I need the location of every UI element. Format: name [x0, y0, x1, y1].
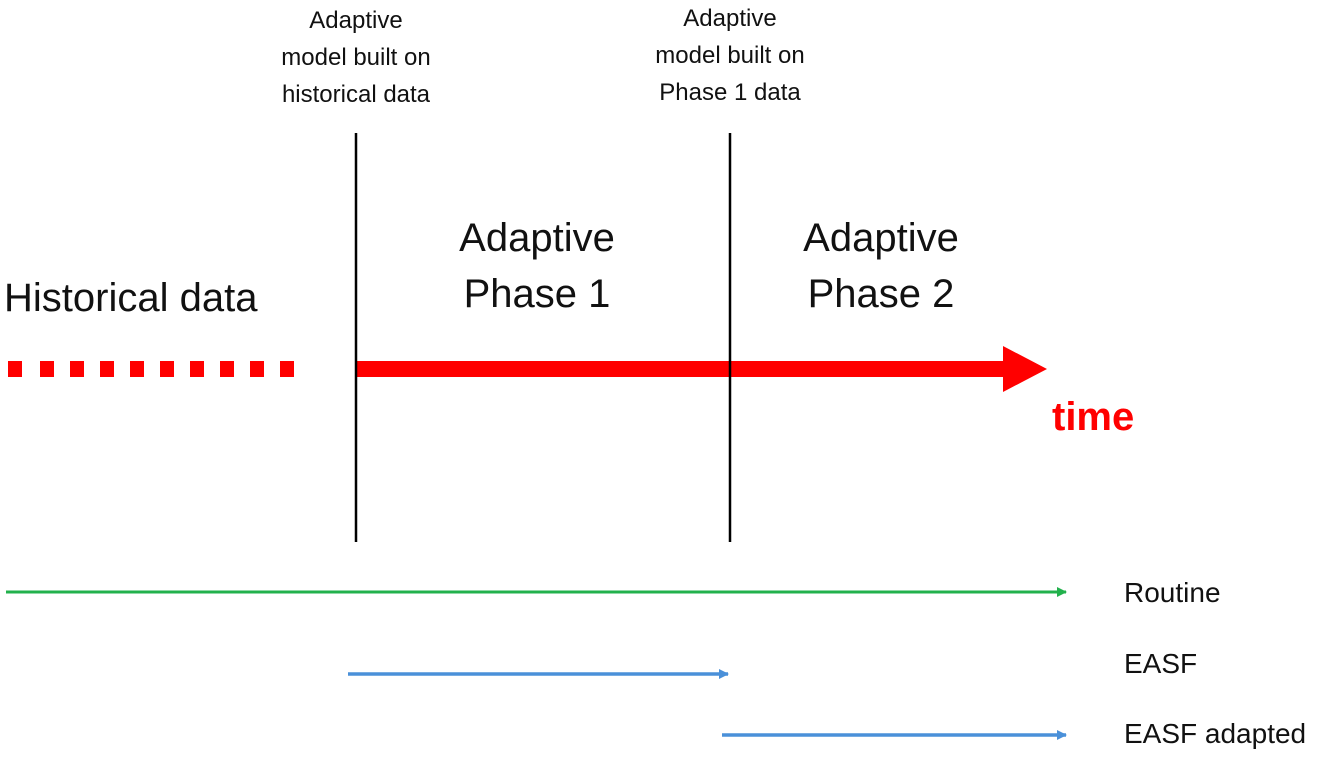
annotation-line: model built on — [655, 42, 805, 69]
time-arrow-shaft — [356, 361, 1006, 377]
annotation-line: Adaptive — [683, 5, 777, 32]
annotation-line: model built on — [281, 44, 431, 71]
easf-label: EASF — [1124, 648, 1198, 679]
phase-label-line: Phase 2 — [807, 272, 955, 316]
historical-dashed-line — [8, 361, 294, 377]
phase-label-line: Phase 1 — [463, 272, 611, 316]
historical-data-label: Historical data — [4, 276, 258, 320]
annotation-line: Phase 1 data — [659, 79, 801, 106]
routine-label: Routine — [1124, 577, 1221, 608]
time-arrow-head — [1003, 346, 1047, 392]
time-label: time — [1052, 395, 1135, 439]
phase1-label: Adaptive Phase 1 — [397, 210, 677, 322]
phase-label-line: Adaptive — [803, 216, 959, 260]
phase-label-line: Adaptive — [459, 216, 615, 260]
annotation-line: Adaptive — [309, 7, 403, 34]
phase2-label: Adaptive Phase 2 — [741, 210, 1021, 322]
easf-adapted-label: EASF adapted — [1124, 718, 1307, 749]
annotation-line: historical data — [281, 81, 431, 108]
annotation-model-historical: Adaptive model built on historical data — [236, 2, 476, 113]
annotation-model-phase1: Adaptive model built on Phase 1 data — [610, 0, 850, 111]
